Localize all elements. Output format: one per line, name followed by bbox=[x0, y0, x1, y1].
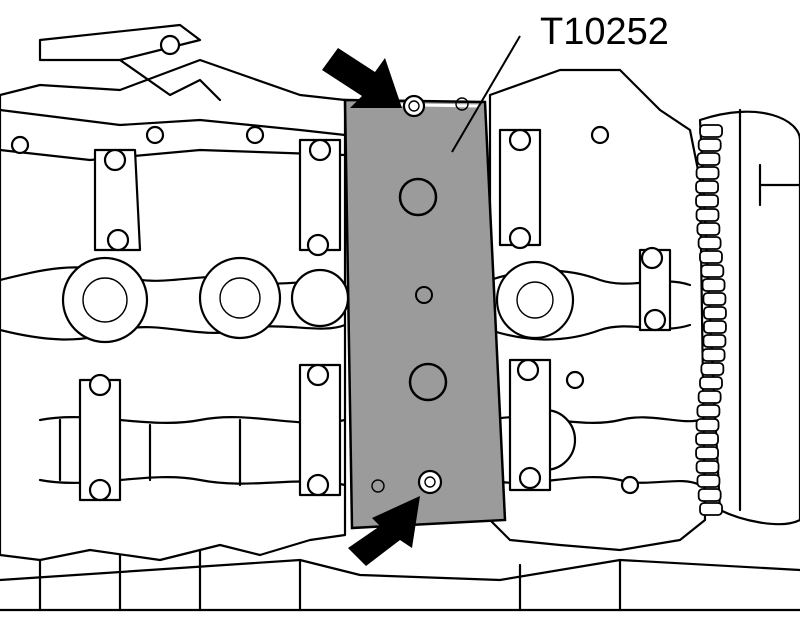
chain-link bbox=[695, 446, 719, 460]
chain-link bbox=[699, 376, 723, 390]
plate-bolt-bottom bbox=[417, 469, 443, 495]
arrow-top bbox=[322, 48, 402, 108]
plate-hole bbox=[398, 177, 438, 217]
plate-bolt-top bbox=[402, 94, 426, 118]
chain-link bbox=[699, 124, 723, 138]
chain-link bbox=[696, 404, 721, 418]
chain-link bbox=[696, 152, 721, 166]
chain-link bbox=[700, 264, 725, 278]
chain-link bbox=[695, 194, 719, 208]
bearing-caps bbox=[10, 34, 672, 502]
chain-link bbox=[699, 502, 723, 516]
plate-hole bbox=[408, 362, 448, 402]
chain-link bbox=[702, 292, 727, 306]
chain-link bbox=[696, 474, 721, 488]
chain-link bbox=[702, 334, 727, 348]
chain-link bbox=[695, 208, 720, 222]
tool-plate bbox=[343, 94, 507, 530]
chain-link bbox=[695, 432, 719, 446]
callout-label: T10252 bbox=[540, 11, 669, 53]
timing-chain bbox=[695, 124, 727, 516]
chain-link bbox=[699, 250, 723, 264]
chain-link bbox=[697, 236, 722, 250]
chain-link bbox=[701, 278, 726, 292]
arrow-bottom bbox=[348, 496, 420, 566]
chain-link bbox=[696, 222, 721, 236]
chain-link bbox=[703, 320, 727, 334]
chain-link bbox=[697, 488, 722, 502]
chain-link bbox=[697, 138, 722, 152]
chain-link bbox=[695, 418, 720, 432]
chain-link bbox=[697, 390, 722, 404]
chain-link bbox=[703, 306, 727, 320]
chain-link bbox=[695, 460, 720, 474]
chain-link bbox=[695, 166, 720, 180]
callout-leader bbox=[451, 35, 521, 153]
chain-link bbox=[700, 362, 725, 376]
sprocket bbox=[698, 108, 800, 526]
chain-link bbox=[695, 180, 719, 194]
chain-link bbox=[701, 348, 726, 362]
